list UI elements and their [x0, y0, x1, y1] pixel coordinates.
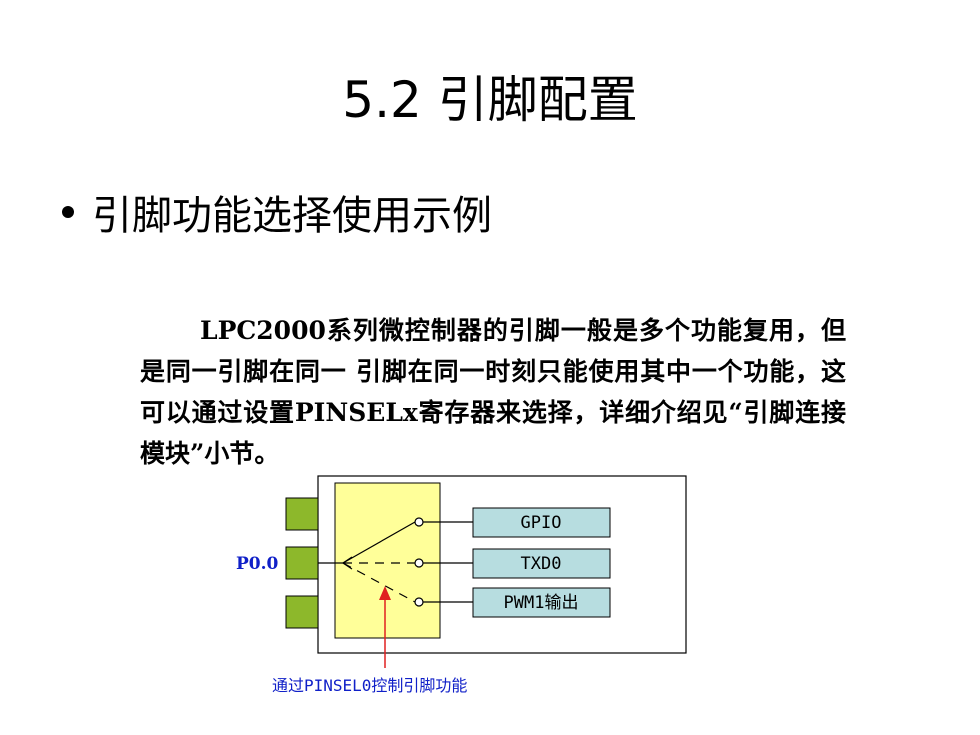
pin-pad-bottom: [285, 595, 319, 629]
pin-pad-p00: [285, 546, 319, 580]
function-label-txd0: TXD0: [521, 554, 562, 574]
control-arrow-head: [379, 586, 391, 600]
slide-title: 5.2 引脚配置: [342, 71, 638, 129]
bullet-item: 引脚功能选择使用示例: [62, 183, 492, 241]
bullet-text: 引脚功能选择使用示例: [92, 193, 492, 239]
switch-arm-gpio: [342, 521, 416, 564]
function-box-pwm1: [472, 587, 611, 618]
description-paragraph: LPC2000系列微控制器的引脚一般是多个功能复用，但是同一引脚在同一 引脚在同…: [140, 310, 846, 474]
contact-pwm1: [414, 597, 424, 607]
function-label-pwm1: PWM1输出: [504, 593, 579, 613]
paragraph-text: LPC2000系列微控制器的引脚一般是多个功能复用，但是同一引脚在同一 引脚在同…: [140, 316, 846, 468]
contact-gpio: [414, 517, 424, 527]
control-label: 通过PINSEL0控制引脚功能: [272, 676, 467, 695]
function-box-txd0: [472, 548, 611, 579]
contact-txd0: [414, 558, 424, 568]
bullet-dot-icon: [62, 206, 74, 218]
switch-arm-pwm1: [342, 562, 416, 603]
mux-block: [334, 482, 441, 639]
function-box-gpio: [472, 507, 611, 538]
pin-label: P0.0: [236, 554, 279, 574]
function-label-gpio: GPIO: [521, 513, 562, 533]
pin-pad-top: [285, 497, 319, 531]
